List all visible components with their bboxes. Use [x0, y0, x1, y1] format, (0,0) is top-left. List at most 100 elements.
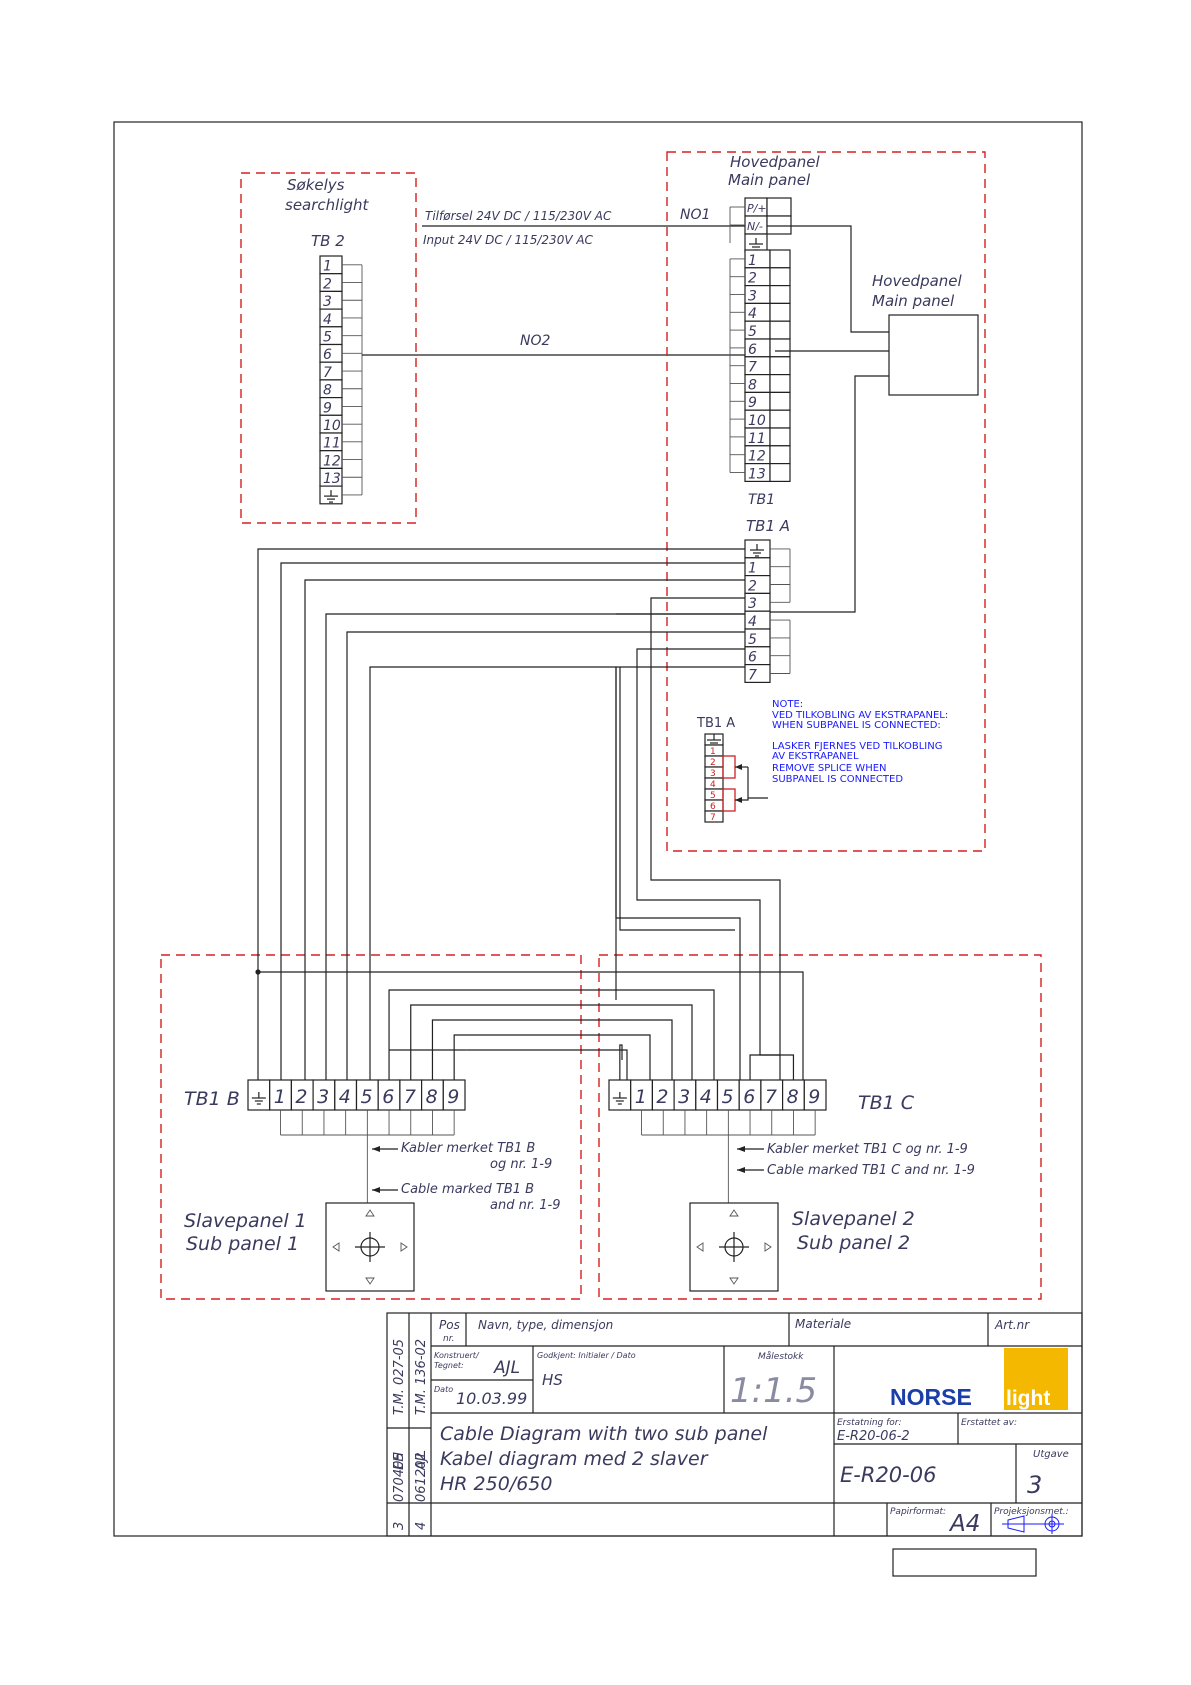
wire	[749, 1054, 795, 1080]
wire	[280, 562, 745, 1080]
tb2-terminal-label: 13	[323, 471, 341, 487]
note-terminal-label: 5	[710, 791, 716, 801]
wire	[466, 1049, 628, 1080]
tb2-terminal-label: 3	[323, 294, 332, 310]
date-value: 10.03.99	[456, 1389, 527, 1408]
sub-panel-1-unit	[325, 1135, 415, 1292]
note-line: WHEN SUBPANEL IS CONNECTED:	[772, 720, 941, 731]
tb1-terminal-label: 12	[748, 449, 766, 465]
tb1c-terminal-label: 6	[743, 1086, 755, 1108]
tb1b-label: TB1 B	[184, 1088, 240, 1110]
tb1b-terminal-label: 9	[447, 1086, 459, 1108]
logo-norse: NORSE	[890, 1384, 972, 1410]
revision-entry: T.M. 027-05	[392, 1339, 407, 1415]
sub-panel-1-boundary	[160, 954, 582, 1300]
searchlight-title-no: Søkelys	[287, 176, 345, 194]
cable-no2-label: NO2	[520, 333, 550, 349]
note-terminal-label: 7	[710, 813, 716, 823]
supply-text-en: Input 24V DC / 115/230V AC	[423, 233, 594, 247]
tb1-terminal-label: 8	[748, 377, 757, 393]
tb2-terminal-label: 1	[323, 259, 332, 275]
drawing-title-2: Kabel diagram med 2 slaver	[440, 1448, 709, 1470]
tb1-terminal-label: 5	[748, 324, 757, 340]
tb1-terminal-label: 7	[748, 360, 757, 376]
main-return-wire	[767, 375, 889, 613]
drawing-title-1: Cable Diagram with two sub panel	[440, 1423, 768, 1445]
tb1-label: TB1	[748, 492, 775, 508]
tb2-ground-icon	[324, 490, 338, 503]
power-terminal-label: P/+	[747, 202, 767, 215]
cable-no1-label: NO1	[680, 207, 710, 223]
scale-label: Målestokk	[758, 1351, 804, 1362]
tb1a-terminal-label: 5	[748, 632, 757, 648]
arrow-up-icon	[729, 1209, 739, 1217]
note-line: AV EKSTRAPANEL	[772, 751, 859, 762]
revision-entry: T.M. 136-02	[414, 1339, 429, 1415]
note-terminal-label: 6	[710, 802, 716, 812]
supply-text-no: Tilførsel 24V DC / 115/230V AC	[425, 209, 612, 223]
wire	[346, 631, 745, 1080]
tb1-terminal-label: 4	[748, 306, 757, 322]
wire	[369, 666, 745, 1080]
replaced-label: Erstattet av:	[961, 1418, 1017, 1428]
replaces-label: Erstatning for:	[837, 1418, 902, 1428]
wire	[636, 648, 780, 1056]
note-terminal-label: 4	[710, 780, 716, 790]
wire	[453, 1034, 651, 1080]
tb1-terminal-label: 2	[748, 271, 757, 287]
projection-label: Projeksjonsmet.:	[994, 1507, 1069, 1517]
tb1b-terminal-label: 3	[317, 1086, 329, 1108]
sub1-cable-no-2: og nr. 1-9	[490, 1157, 552, 1172]
arrow-right-icon	[400, 1242, 408, 1252]
sub1-cable-no-1: Kabler merket TB1 B	[401, 1141, 535, 1156]
tb1c-terminal-label: 3	[678, 1086, 690, 1108]
wire	[325, 613, 745, 1080]
logo-light: light	[1006, 1387, 1050, 1410]
main-feed-wire	[767, 225, 889, 333]
sub2-cable-en: Cable marked TB1 C and nr. 1-9	[767, 1163, 975, 1178]
tb1a-label: TB1 A	[746, 517, 790, 535]
revision-entry: 061202	[414, 1452, 429, 1502]
sub2-cable-no: Kabler merket TB1 C og nr. 1-9	[767, 1142, 968, 1157]
tb1c-label: TB1 C	[858, 1092, 915, 1114]
dato-label: Dato	[434, 1385, 453, 1394]
tb2-terminal-label: 5	[323, 330, 332, 346]
arrow-down-icon	[729, 1277, 739, 1285]
wire	[650, 597, 781, 1080]
tb1-terminal-label: 10	[748, 413, 766, 429]
tb1a-terminal-label: 4	[748, 614, 757, 630]
godkjent-label: Godkjent: Initialer / Dato	[537, 1351, 636, 1360]
revision-entry: AJL	[414, 1450, 429, 1471]
main-panel-title-no: Hovedpanel	[730, 153, 821, 171]
tb1b-terminal-label: 7	[404, 1086, 416, 1108]
tb1b-terminal-label: 6	[382, 1086, 394, 1108]
drawing-number: E-R20-06	[840, 1463, 936, 1487]
tb1c-terminal-label: 4	[700, 1086, 712, 1108]
revision-entry: 070405	[392, 1452, 407, 1502]
pos-label: Pos	[439, 1318, 460, 1332]
norselight-logo: NORSE light	[890, 1348, 1068, 1410]
tb1b-terminal-label: 8	[426, 1086, 438, 1108]
tb1a-terminal-label: 3	[748, 596, 757, 612]
note-terminal-label: 2	[710, 758, 716, 768]
tb1-terminal-label: 1	[748, 253, 757, 269]
scale-value: 1:1.5	[730, 1371, 817, 1411]
note-line: LASKER FJERNES VED TILKOBLING	[772, 741, 942, 752]
arrow-left-icon	[332, 1242, 340, 1252]
searchlight-title-en: searchlight	[285, 196, 370, 214]
main-panel-box-title-en: Main panel	[872, 292, 955, 310]
tb2-terminal-label: 10	[323, 418, 341, 434]
tb1c-terminal-label: 8	[787, 1086, 799, 1108]
issue-value: 3	[1027, 1471, 1042, 1499]
pos-nr-label: nr.	[443, 1334, 454, 1344]
tb1c-terminal-label: 1	[635, 1086, 647, 1108]
note-line: NOTE:	[772, 699, 803, 710]
tb2-terminal-label: 6	[323, 347, 332, 363]
wire	[257, 548, 745, 1080]
tb1c-terminal-label: 5	[722, 1086, 734, 1108]
